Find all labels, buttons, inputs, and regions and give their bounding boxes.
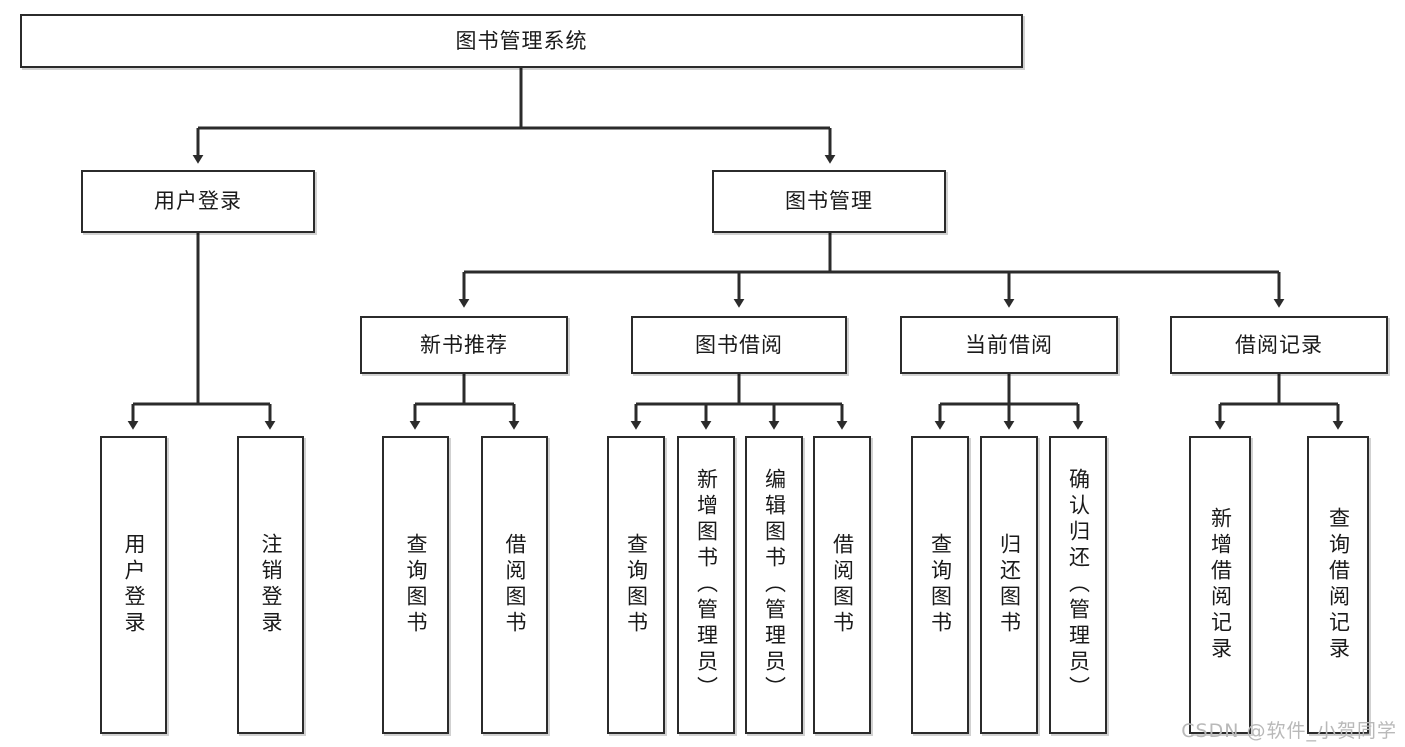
- leaf-add-borrow-record[interactable]: 新增借阅记录: [1189, 436, 1251, 734]
- node-new-book-recommend[interactable]: 新书推荐: [360, 316, 568, 374]
- leaf-add-book-admin-label: 新增图书（管理员）: [694, 468, 719, 702]
- node-book-borrow[interactable]: 图书借阅: [631, 316, 847, 374]
- node-root-label: 图书管理系统: [455, 28, 588, 53]
- leaf-add-book-admin[interactable]: 新增图书（管理员）: [677, 436, 735, 734]
- leaf-query-book-new[interactable]: 查询图书: [382, 436, 449, 734]
- leaf-query-book-borrow[interactable]: 查询图书: [607, 436, 665, 734]
- leaf-borrow-book-new[interactable]: 借阅图书: [481, 436, 548, 734]
- node-user-login[interactable]: 用户登录: [81, 170, 315, 233]
- node-borrow-record[interactable]: 借阅记录: [1170, 316, 1388, 374]
- leaf-borrow-book-borrow-label: 借阅图书: [830, 533, 855, 637]
- leaf-user-login[interactable]: 用户登录: [100, 436, 167, 734]
- leaf-logout[interactable]: 注销登录: [237, 436, 304, 734]
- leaf-borrow-book-borrow[interactable]: 借阅图书: [813, 436, 871, 734]
- leaf-query-borrow-record[interactable]: 查询借阅记录: [1307, 436, 1369, 734]
- node-borrow-record-label: 借阅记录: [1235, 332, 1323, 357]
- leaf-edit-book-admin[interactable]: 编辑图书（管理员）: [745, 436, 803, 734]
- leaf-return-book[interactable]: 归还图书: [980, 436, 1038, 734]
- leaf-add-borrow-record-label: 新增借阅记录: [1208, 507, 1233, 663]
- leaf-return-book-label: 归还图书: [997, 533, 1022, 637]
- leaf-query-book-new-label: 查询图书: [404, 533, 428, 637]
- node-book-management[interactable]: 图书管理: [712, 170, 946, 233]
- leaf-confirm-return-admin[interactable]: 确认归还（管理员）: [1049, 436, 1107, 734]
- leaf-query-borrow-record-label: 查询借阅记录: [1326, 507, 1351, 663]
- leaf-borrow-book-new-label: 借阅图书: [503, 533, 527, 637]
- leaf-user-login-label: 用户登录: [122, 533, 146, 637]
- node-user-login-label: 用户登录: [154, 189, 242, 214]
- node-book-management-label: 图书管理: [785, 189, 873, 214]
- leaf-query-book-current[interactable]: 查询图书: [911, 436, 969, 734]
- leaf-query-book-current-label: 查询图书: [928, 533, 953, 637]
- watermark-text: CSDN @软件_小贺同学: [1181, 720, 1397, 742]
- leaf-edit-book-admin-label: 编辑图书（管理员）: [762, 468, 787, 702]
- node-current-borrow[interactable]: 当前借阅: [900, 316, 1118, 374]
- node-new-book-recommend-label: 新书推荐: [420, 332, 508, 357]
- node-book-borrow-label: 图书借阅: [695, 332, 783, 357]
- node-current-borrow-label: 当前借阅: [965, 332, 1053, 357]
- leaf-logout-label: 注销登录: [259, 533, 283, 637]
- node-root[interactable]: 图书管理系统: [20, 14, 1023, 68]
- leaf-confirm-return-admin-label: 确认归还（管理员）: [1066, 468, 1091, 702]
- leaf-query-book-borrow-label: 查询图书: [624, 533, 649, 637]
